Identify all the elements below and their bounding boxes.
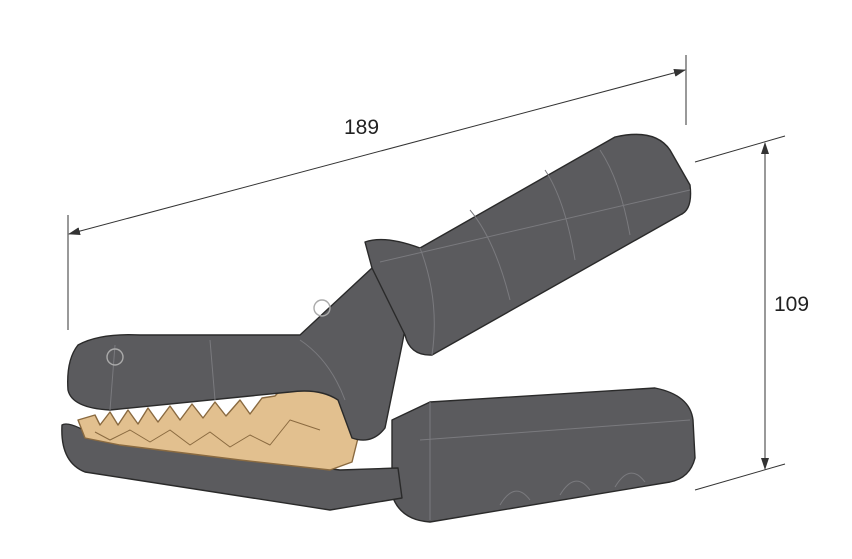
length-dimension <box>67 55 687 330</box>
lower-jaw <box>61 423 403 511</box>
height-dimension <box>694 135 786 491</box>
logo-icon <box>106 348 124 366</box>
brass-jaw-teeth <box>77 371 361 471</box>
length-dimension-line <box>68 68 686 236</box>
length-label: 189 <box>344 116 380 139</box>
height-label: 109 <box>774 293 810 316</box>
extension-line-bottom <box>694 463 786 491</box>
upper-jaw <box>67 267 413 441</box>
logo-icon <box>313 299 331 317</box>
lower-handle <box>391 387 696 523</box>
upper-handle <box>364 133 692 356</box>
extension-line-top <box>694 135 786 163</box>
